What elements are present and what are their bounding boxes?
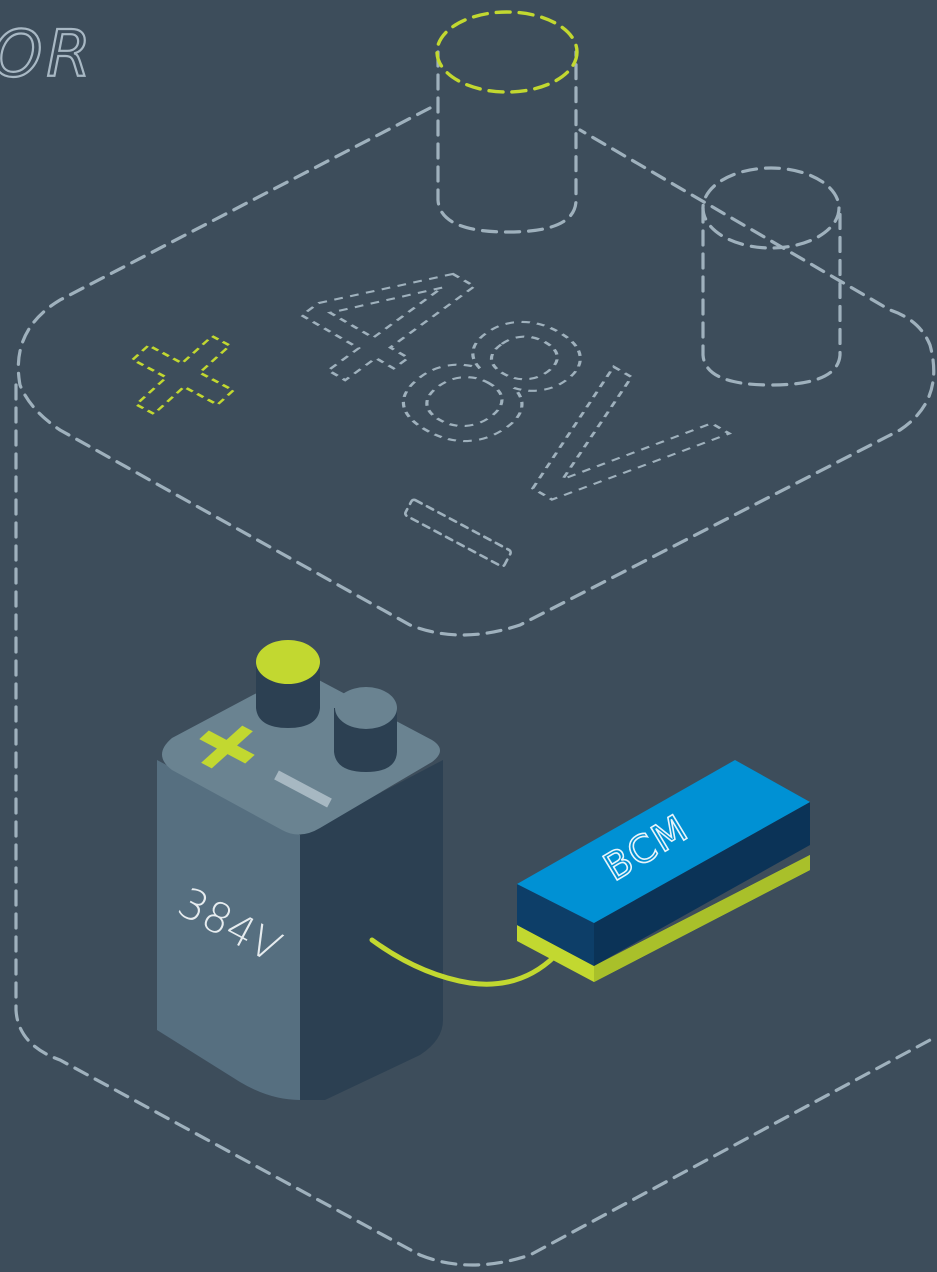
bcm-module: BCM xyxy=(517,760,810,982)
large-battery-negative-terminal xyxy=(703,168,840,385)
heading-text: OR xyxy=(0,18,95,92)
large-battery-bottom-edge xyxy=(420,1040,930,1265)
large-battery-voltage-lettering: 48V xyxy=(221,213,766,558)
small-battery-positive-terminal xyxy=(256,640,320,728)
large-battery-voltage-text: 48V xyxy=(221,213,766,558)
large-battery-plus-icon xyxy=(103,318,264,431)
small-battery: 384V xyxy=(157,640,443,1100)
large-battery-positive-terminal xyxy=(437,12,577,232)
small-battery-negative-terminal xyxy=(334,687,397,772)
